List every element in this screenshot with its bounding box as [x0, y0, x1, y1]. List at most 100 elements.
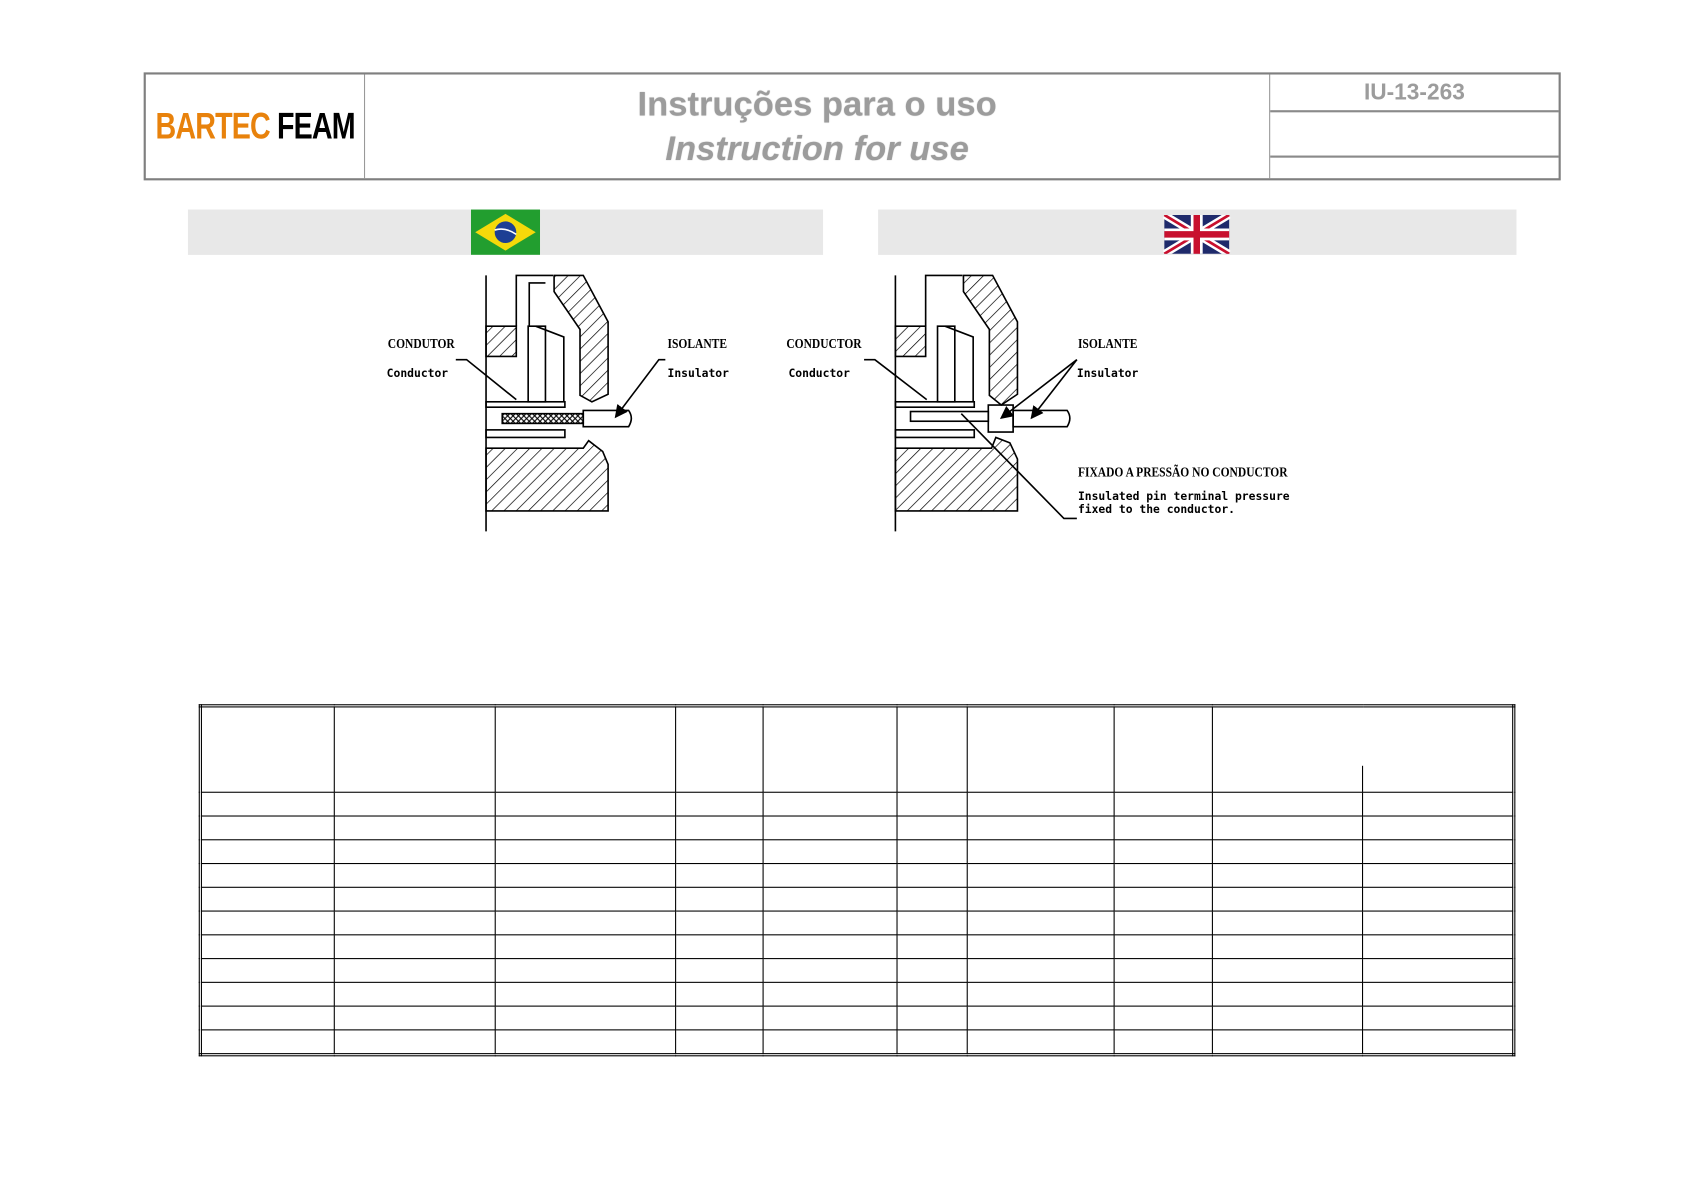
table-row — [199, 934, 1515, 960]
label-insulator-sub: Insulator — [1076, 367, 1139, 381]
table-cell — [199, 815, 335, 841]
table-cell — [966, 791, 1115, 817]
table-cell — [494, 791, 677, 817]
table-cell — [333, 958, 496, 983]
table-cell — [762, 886, 898, 912]
table-cell — [675, 958, 764, 983]
table-cell — [1362, 910, 1515, 936]
diagram-standard-conductor — [455, 274, 666, 532]
table-cell — [1362, 958, 1515, 983]
table-cell — [333, 981, 496, 1007]
table-cell — [762, 1005, 898, 1031]
table-cell — [1362, 1005, 1515, 1031]
title-english: Instruction for use — [665, 128, 969, 168]
label-conductor-sub: Conductor — [386, 367, 449, 381]
terminal-cross-section-diagrams — [455, 274, 1078, 532]
table-cell — [199, 934, 335, 960]
table-cell — [494, 1029, 677, 1056]
table-row — [199, 815, 1515, 841]
table-cell — [896, 1005, 968, 1031]
table-cell — [675, 1029, 764, 1056]
table-cell — [896, 791, 968, 817]
label-conductor: CONDUCTOR — [786, 334, 862, 352]
table-cell — [333, 862, 496, 888]
table-cell — [1113, 958, 1213, 983]
table-cell — [896, 981, 968, 1007]
logo-cell: BARTEC FEAM — [146, 74, 366, 179]
label-condutor: CONDUTOR — [387, 334, 455, 352]
table-cell — [675, 886, 764, 912]
portuguese-section-bar — [187, 209, 824, 255]
table-cell — [762, 958, 898, 983]
table-cell — [199, 839, 335, 865]
table-header-cell — [762, 705, 898, 793]
table-header-cell — [966, 705, 1115, 793]
table-cell — [896, 1029, 968, 1056]
table-cell — [494, 934, 677, 960]
table-cell — [1211, 886, 1364, 912]
table-cell — [896, 815, 968, 841]
company-logo: BARTEC FEAM — [155, 105, 355, 147]
table-cell — [675, 981, 764, 1007]
table-cell — [675, 1005, 764, 1031]
table-cell — [1211, 839, 1364, 865]
label-pin-description-1: Insulated pin terminal pressure — [1077, 490, 1290, 504]
table-cell — [333, 1005, 496, 1031]
table-header-row — [199, 705, 1515, 793]
title-portuguese: Instruções para o uso — [637, 84, 997, 124]
table-cell — [199, 910, 335, 936]
table-cell — [762, 791, 898, 817]
table-row — [199, 839, 1515, 865]
table-cell — [1362, 862, 1515, 888]
table-header-cell — [199, 705, 335, 793]
revision-cell — [1270, 112, 1559, 158]
table-cell — [1362, 934, 1515, 960]
table-cell — [1211, 910, 1364, 936]
table-cell — [966, 981, 1115, 1007]
table-cell — [1211, 862, 1364, 888]
label-insulator-sub: Insulator — [667, 367, 729, 381]
table-cell — [1362, 981, 1515, 1007]
table-cell — [1113, 839, 1213, 865]
table-header-cell — [1211, 705, 1515, 793]
table-cell — [1113, 981, 1213, 1007]
table-cell — [896, 839, 968, 865]
table-cell — [199, 958, 335, 983]
document-header: BARTEC FEAM Instruções para o uso Instru… — [143, 72, 1561, 181]
table-cell — [966, 934, 1115, 960]
table-cell — [966, 1029, 1115, 1056]
table-cell — [333, 934, 496, 960]
table-cell — [675, 791, 764, 817]
label-pin-description-2: fixed to the conductor. — [1077, 503, 1235, 517]
table-cell — [675, 862, 764, 888]
table-cell — [966, 910, 1115, 936]
table-cell — [199, 981, 335, 1007]
table-row — [199, 862, 1515, 888]
table-cell — [199, 886, 335, 912]
table-cell — [966, 886, 1115, 912]
english-section-bar — [878, 209, 1517, 255]
table-row — [199, 791, 1515, 817]
table-cell — [762, 910, 898, 936]
table-cell — [1362, 1029, 1515, 1056]
table-cell — [494, 886, 677, 912]
table-cell — [494, 910, 677, 936]
table-cell — [896, 886, 968, 912]
table-cell — [966, 839, 1115, 865]
table-cell — [1113, 862, 1213, 888]
table-row — [199, 1005, 1515, 1031]
table-cell — [675, 815, 764, 841]
table-cell — [896, 910, 968, 936]
diagram-insulated-pin-terminal — [864, 274, 1078, 532]
table-cell — [896, 958, 968, 983]
table-cell — [896, 862, 968, 888]
table-cell — [966, 958, 1115, 983]
table-cell — [762, 839, 898, 865]
table-cell — [762, 815, 898, 841]
table-cell — [333, 815, 496, 841]
table-cell — [1113, 1029, 1213, 1056]
code-cell: IU-13-263 — [1270, 75, 1559, 179]
data-table — [198, 704, 1516, 1057]
table-cell — [966, 862, 1115, 888]
title-cell: Instruções para o uso Instruction for us… — [365, 74, 1271, 179]
